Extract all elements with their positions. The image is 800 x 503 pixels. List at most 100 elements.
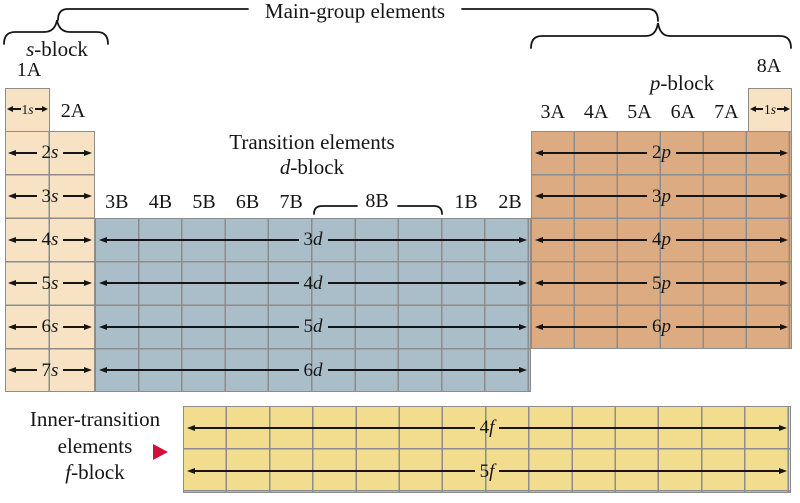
orbital-label-1s: 1s (21, 101, 35, 117)
s-suffix: -block (34, 37, 88, 61)
f-suffix: -block (71, 460, 125, 484)
right-arrowhead-icon (784, 106, 791, 113)
orbital-arrow-3p: 3p (535, 175, 788, 219)
arrow-line (676, 238, 780, 241)
arrow-line (63, 369, 84, 372)
arrow-line (543, 325, 647, 328)
group-header-4b: 4B (148, 191, 173, 213)
right-arrowhead-icon (780, 193, 788, 200)
orbital-label-6d: 6d (299, 361, 328, 380)
arrow-line (676, 282, 780, 285)
orbital-arrow-2s: 2s (8, 131, 92, 175)
arrow-line (543, 238, 647, 241)
orbital-letter: p (661, 316, 672, 338)
arrow-line (327, 369, 519, 372)
orbital-letter: d (313, 272, 323, 294)
right-arrowhead-icon (84, 280, 92, 287)
orbital-arrow-1s-8a: 1s (750, 88, 791, 132)
right-arrowhead-icon (84, 236, 92, 243)
orbital-letter: s (51, 142, 59, 164)
orbital-label-6s: 6s (37, 317, 64, 336)
orbital-label-5f: 5f (475, 462, 500, 481)
8b-bracket-right (397, 205, 443, 215)
arrow-line (16, 282, 37, 285)
orbital-number: 5 (41, 272, 52, 294)
d-group-headers-left: 3B 4B 5B 6B 7B (95, 190, 313, 214)
f-block-label: f-block (10, 459, 180, 486)
orbital-letter: p (661, 229, 672, 251)
orbital-arrow-3d: 3d (99, 218, 527, 262)
right-arrowhead-icon (780, 280, 788, 287)
right-pointer-triangle-icon (153, 444, 168, 460)
arrow-line (63, 195, 84, 198)
orbital-letter: s (770, 101, 777, 117)
orbital-number: 6 (652, 316, 662, 338)
arrow-line (63, 282, 84, 285)
orbital-number: 2 (652, 142, 662, 164)
arrow-line (499, 426, 779, 429)
left-arrowhead-icon (99, 280, 107, 287)
left-arrowhead-icon (535, 193, 543, 200)
main-group-line-left (57, 8, 249, 21)
orbital-label-4s: 4s (37, 230, 64, 249)
orbital-number: 1 (764, 101, 771, 117)
orbital-label-4p: 4p (647, 230, 676, 249)
orbital-letter: f (489, 417, 495, 439)
right-arrowhead-icon (84, 367, 92, 374)
right-arrowhead-icon (42, 106, 49, 113)
group-header-7b: 7B (279, 191, 303, 213)
8b-bracket-left (313, 205, 358, 215)
orbital-letter: f (489, 460, 495, 482)
left-arrowhead-icon (535, 149, 543, 156)
left-arrowhead-icon (535, 323, 543, 330)
orbital-label-7s: 7s (37, 361, 64, 380)
orbital-number: 4 (652, 229, 662, 251)
right-arrowhead-icon (519, 280, 527, 287)
arrow-line (63, 151, 84, 154)
left-arrowhead-icon (99, 236, 107, 243)
orbital-number: 5 (303, 316, 314, 338)
orbital-arrow-6d: 6d (99, 349, 527, 393)
arrow-line (195, 426, 475, 429)
left-arrowhead-icon (8, 193, 16, 200)
orbital-number: 2 (41, 142, 52, 164)
orbital-arrow-4f: 4f (187, 406, 787, 450)
arrow-line (777, 108, 785, 111)
orbital-number: 3 (652, 185, 662, 207)
orbital-letter: s (51, 185, 59, 207)
d-suffix: -block (290, 155, 345, 179)
orbital-label-4f: 4f (475, 418, 500, 437)
left-arrowhead-icon (535, 280, 543, 287)
orbital-label-5d: 5d (299, 317, 328, 336)
s-block-grid (5, 131, 95, 392)
arrow-line (756, 108, 763, 111)
arrow-line (107, 325, 299, 328)
orbital-number: 4 (41, 229, 52, 251)
arrow-line (107, 369, 299, 372)
arrow-line (16, 195, 37, 198)
right-arrowhead-icon (779, 468, 787, 475)
orbital-label-6p: 6p (647, 317, 676, 336)
group-header-5a: 5A (627, 101, 652, 123)
left-arrowhead-icon (750, 106, 756, 113)
right-arrowhead-icon (780, 323, 788, 330)
arrow-line (107, 282, 299, 285)
inner-transition-line1: Inner-transition (29, 407, 161, 431)
orbital-number: 3 (41, 185, 52, 207)
orbital-arrow-5p: 5p (535, 262, 788, 306)
group-header-5b: 5B (192, 191, 216, 213)
left-arrowhead-icon (99, 367, 107, 374)
inner-transition-line2: elements (57, 433, 133, 458)
orbital-letter: d (313, 359, 323, 381)
arrow-line (107, 238, 299, 241)
orbital-arrow-1s: 1s (7, 88, 49, 132)
group-header-3a: 3A (540, 101, 565, 123)
orbital-number: 1 (21, 101, 29, 117)
arrow-line (676, 195, 780, 198)
group-header-6a: 6A (670, 101, 696, 123)
left-arrowhead-icon (8, 323, 16, 330)
orbital-number: 6 (303, 359, 314, 381)
inner-transition-caption: Inner-transition elements f-block (10, 406, 180, 486)
orbital-letter: s (51, 229, 59, 251)
p-group-headers: 3A 4A 5A 6A 7A (531, 100, 748, 124)
